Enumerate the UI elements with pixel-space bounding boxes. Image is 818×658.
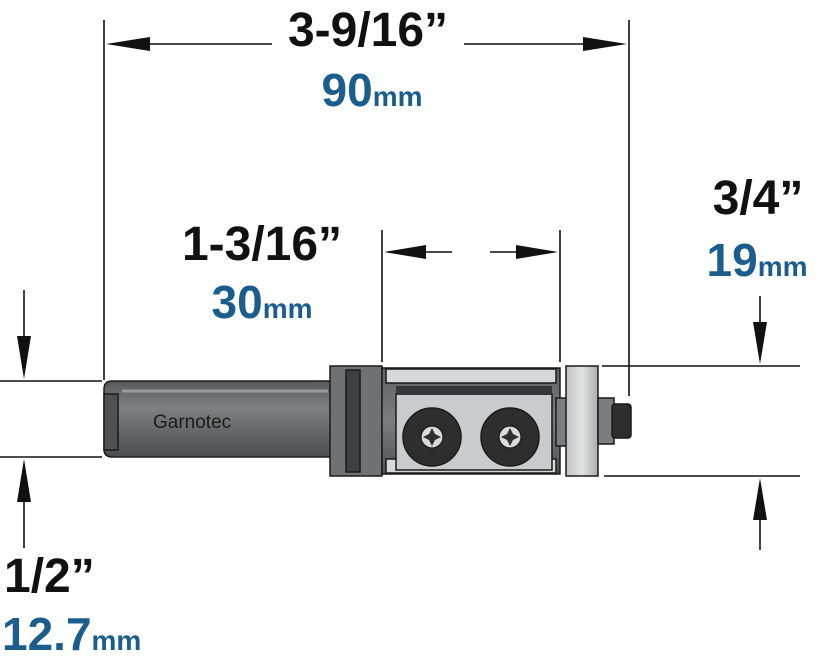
- torx-screw-icon: [402, 407, 462, 467]
- cutting-diameter-metric: 19mm: [707, 234, 808, 286]
- shank-diameter-dimension: 1/2” 12.7mm: [2, 550, 141, 658]
- cutting-length-metric: 30mm: [212, 276, 313, 328]
- overall-length-metric: 90mm: [322, 64, 423, 116]
- bearing: [565, 365, 599, 477]
- shank-chamfer: [103, 393, 119, 451]
- collar-ring: [345, 369, 361, 473]
- torx-screw-icon: [480, 407, 540, 467]
- cutting-length-metric-unit: mm: [263, 293, 313, 324]
- shank-diameter-metric-value: 12.7: [2, 608, 92, 658]
- shank-diameter-metric-unit: mm: [92, 625, 142, 656]
- insert-shadow: [396, 386, 552, 395]
- cutting-edge-top: [385, 368, 557, 384]
- cutting-diameter-dimension: 3/4” 19mm: [707, 172, 808, 286]
- overall-length-imperial: 3-9/16”: [288, 4, 448, 57]
- cutting-length-dimension: 1-3/16” 30mm: [182, 218, 342, 328]
- cutting-length-metric-value: 30: [212, 276, 263, 328]
- overall-length-metric-unit: mm: [373, 81, 423, 112]
- overall-length-dimension: 3-9/16” 90mm: [288, 4, 448, 116]
- cutting-diameter-metric-unit: mm: [758, 251, 808, 282]
- cutting-diameter-metric-value: 19: [707, 234, 758, 286]
- router-bit: Garnotec: [103, 365, 632, 477]
- cutting-diameter-imperial: 3/4”: [713, 172, 804, 225]
- shank-diameter-metric: 12.7mm: [2, 608, 141, 658]
- brand-label: Garnotec: [153, 412, 231, 433]
- overall-length-metric-value: 90: [322, 64, 373, 116]
- dimension-lines: [0, 20, 800, 550]
- cutting-length-imperial: 1-3/16”: [182, 218, 342, 271]
- pilot-tip: [611, 403, 632, 439]
- shank-diameter-imperial: 1/2”: [4, 550, 95, 603]
